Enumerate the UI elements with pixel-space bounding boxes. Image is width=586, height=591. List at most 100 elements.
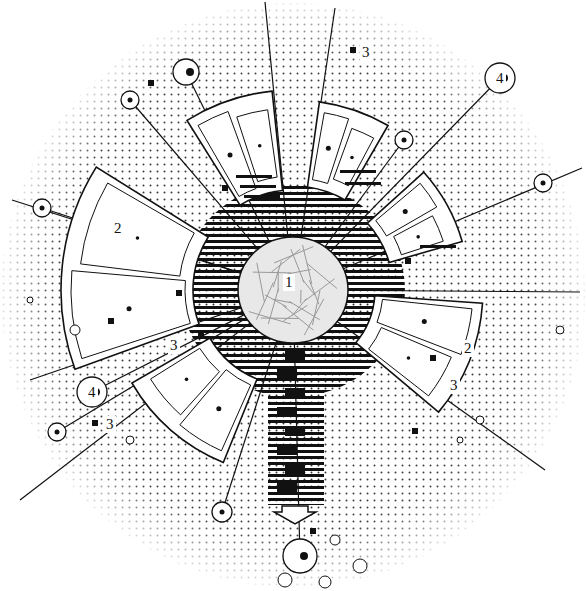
cell-dot bbox=[228, 152, 233, 157]
settlement-circle bbox=[173, 59, 199, 85]
small-circle bbox=[457, 437, 463, 443]
callout-number: 3 bbox=[168, 337, 180, 354]
square-marker bbox=[92, 420, 98, 426]
callout-number: 3 bbox=[104, 416, 116, 433]
district-cell bbox=[333, 128, 373, 185]
hatch-stroke bbox=[345, 182, 381, 185]
callout-number: 4 bbox=[494, 70, 506, 87]
cell-dot bbox=[407, 356, 411, 360]
district-sector bbox=[367, 172, 462, 262]
corridor-block bbox=[277, 407, 297, 417]
cell-dot bbox=[216, 406, 221, 411]
corridor-block bbox=[277, 445, 297, 455]
small-circle bbox=[353, 559, 367, 573]
settlement-circle bbox=[395, 131, 413, 149]
settlement-dot bbox=[40, 206, 45, 211]
cell-dot bbox=[326, 146, 331, 151]
district-cell bbox=[237, 110, 277, 182]
cell-dot bbox=[136, 236, 140, 240]
district-cell bbox=[81, 183, 195, 276]
core-texture bbox=[312, 290, 320, 325]
corridor-block bbox=[277, 483, 297, 493]
core-texture bbox=[278, 270, 279, 291]
corridor-band bbox=[268, 345, 324, 505]
square-marker bbox=[198, 333, 204, 339]
small-circle bbox=[556, 326, 564, 334]
district-cell bbox=[394, 216, 444, 255]
settlement-dot bbox=[541, 181, 546, 186]
core-texture bbox=[303, 245, 312, 284]
district-sector bbox=[132, 338, 257, 462]
cell-dot bbox=[258, 144, 262, 148]
corridor-block bbox=[285, 388, 305, 398]
district-sector bbox=[61, 167, 208, 369]
hatch-stroke bbox=[420, 245, 456, 248]
settlement-dot bbox=[220, 510, 225, 515]
cell-dot bbox=[422, 319, 427, 324]
cell-dot bbox=[127, 306, 132, 311]
settlement-dot bbox=[128, 98, 133, 103]
core-texture bbox=[268, 288, 278, 324]
core-texture bbox=[307, 264, 337, 289]
core-texture bbox=[257, 263, 265, 302]
cell-dot bbox=[185, 378, 189, 382]
core-texture bbox=[300, 290, 301, 303]
square-marker bbox=[412, 428, 418, 434]
corridor-arrowhead bbox=[274, 506, 316, 524]
square-marker bbox=[176, 290, 182, 296]
callout-number: 2 bbox=[112, 220, 124, 237]
square-marker bbox=[222, 185, 228, 191]
hatch-stroke bbox=[244, 195, 280, 198]
small-circle bbox=[70, 325, 80, 335]
callout-number: 4 bbox=[86, 384, 98, 401]
settlement-circle bbox=[48, 423, 66, 441]
district-cell bbox=[151, 348, 220, 415]
small-circle bbox=[330, 535, 340, 545]
settlement-dot bbox=[402, 138, 407, 143]
small-circle bbox=[319, 576, 331, 588]
hatch-stroke bbox=[340, 170, 376, 173]
square-marker bbox=[405, 258, 411, 264]
small-circle bbox=[126, 436, 134, 444]
core-texture bbox=[289, 301, 319, 319]
district-sector bbox=[356, 296, 483, 412]
small-circle bbox=[476, 416, 484, 424]
small-circle bbox=[278, 573, 292, 587]
settlement-circle bbox=[77, 377, 107, 407]
corridor-block bbox=[285, 426, 305, 436]
hatch-stroke bbox=[236, 175, 272, 178]
settlement-circle bbox=[212, 502, 232, 522]
district-sector bbox=[187, 91, 283, 205]
callout-number: 3 bbox=[360, 44, 372, 61]
square-marker bbox=[430, 355, 436, 361]
district-sector bbox=[307, 102, 388, 200]
square-marker bbox=[148, 80, 154, 86]
settlement-dot bbox=[55, 430, 60, 435]
settlement-dot bbox=[300, 552, 308, 560]
corridor-block bbox=[285, 464, 305, 474]
square-marker bbox=[108, 318, 114, 324]
square-marker bbox=[350, 47, 356, 53]
square-marker bbox=[310, 528, 316, 534]
district-cell bbox=[369, 328, 452, 396]
callout-number: 3 bbox=[448, 377, 460, 394]
corridor-block bbox=[277, 369, 297, 379]
settlement-circle bbox=[485, 63, 515, 93]
settlement-circle bbox=[283, 539, 317, 573]
settlement-circle bbox=[33, 199, 51, 217]
cell-dot bbox=[350, 156, 354, 160]
corridor-block bbox=[285, 350, 305, 360]
cell-dot bbox=[403, 209, 408, 214]
core-texture bbox=[261, 318, 299, 319]
callout-number: 2 bbox=[462, 340, 474, 357]
district-cell bbox=[71, 271, 190, 359]
settlement-dot bbox=[186, 68, 194, 76]
settlement-circle bbox=[121, 91, 139, 109]
settlement-circle bbox=[534, 174, 552, 192]
core-texture bbox=[303, 280, 316, 296]
small-circle bbox=[27, 297, 33, 303]
core-texture bbox=[304, 279, 334, 301]
callout-number: 1 bbox=[283, 274, 295, 291]
